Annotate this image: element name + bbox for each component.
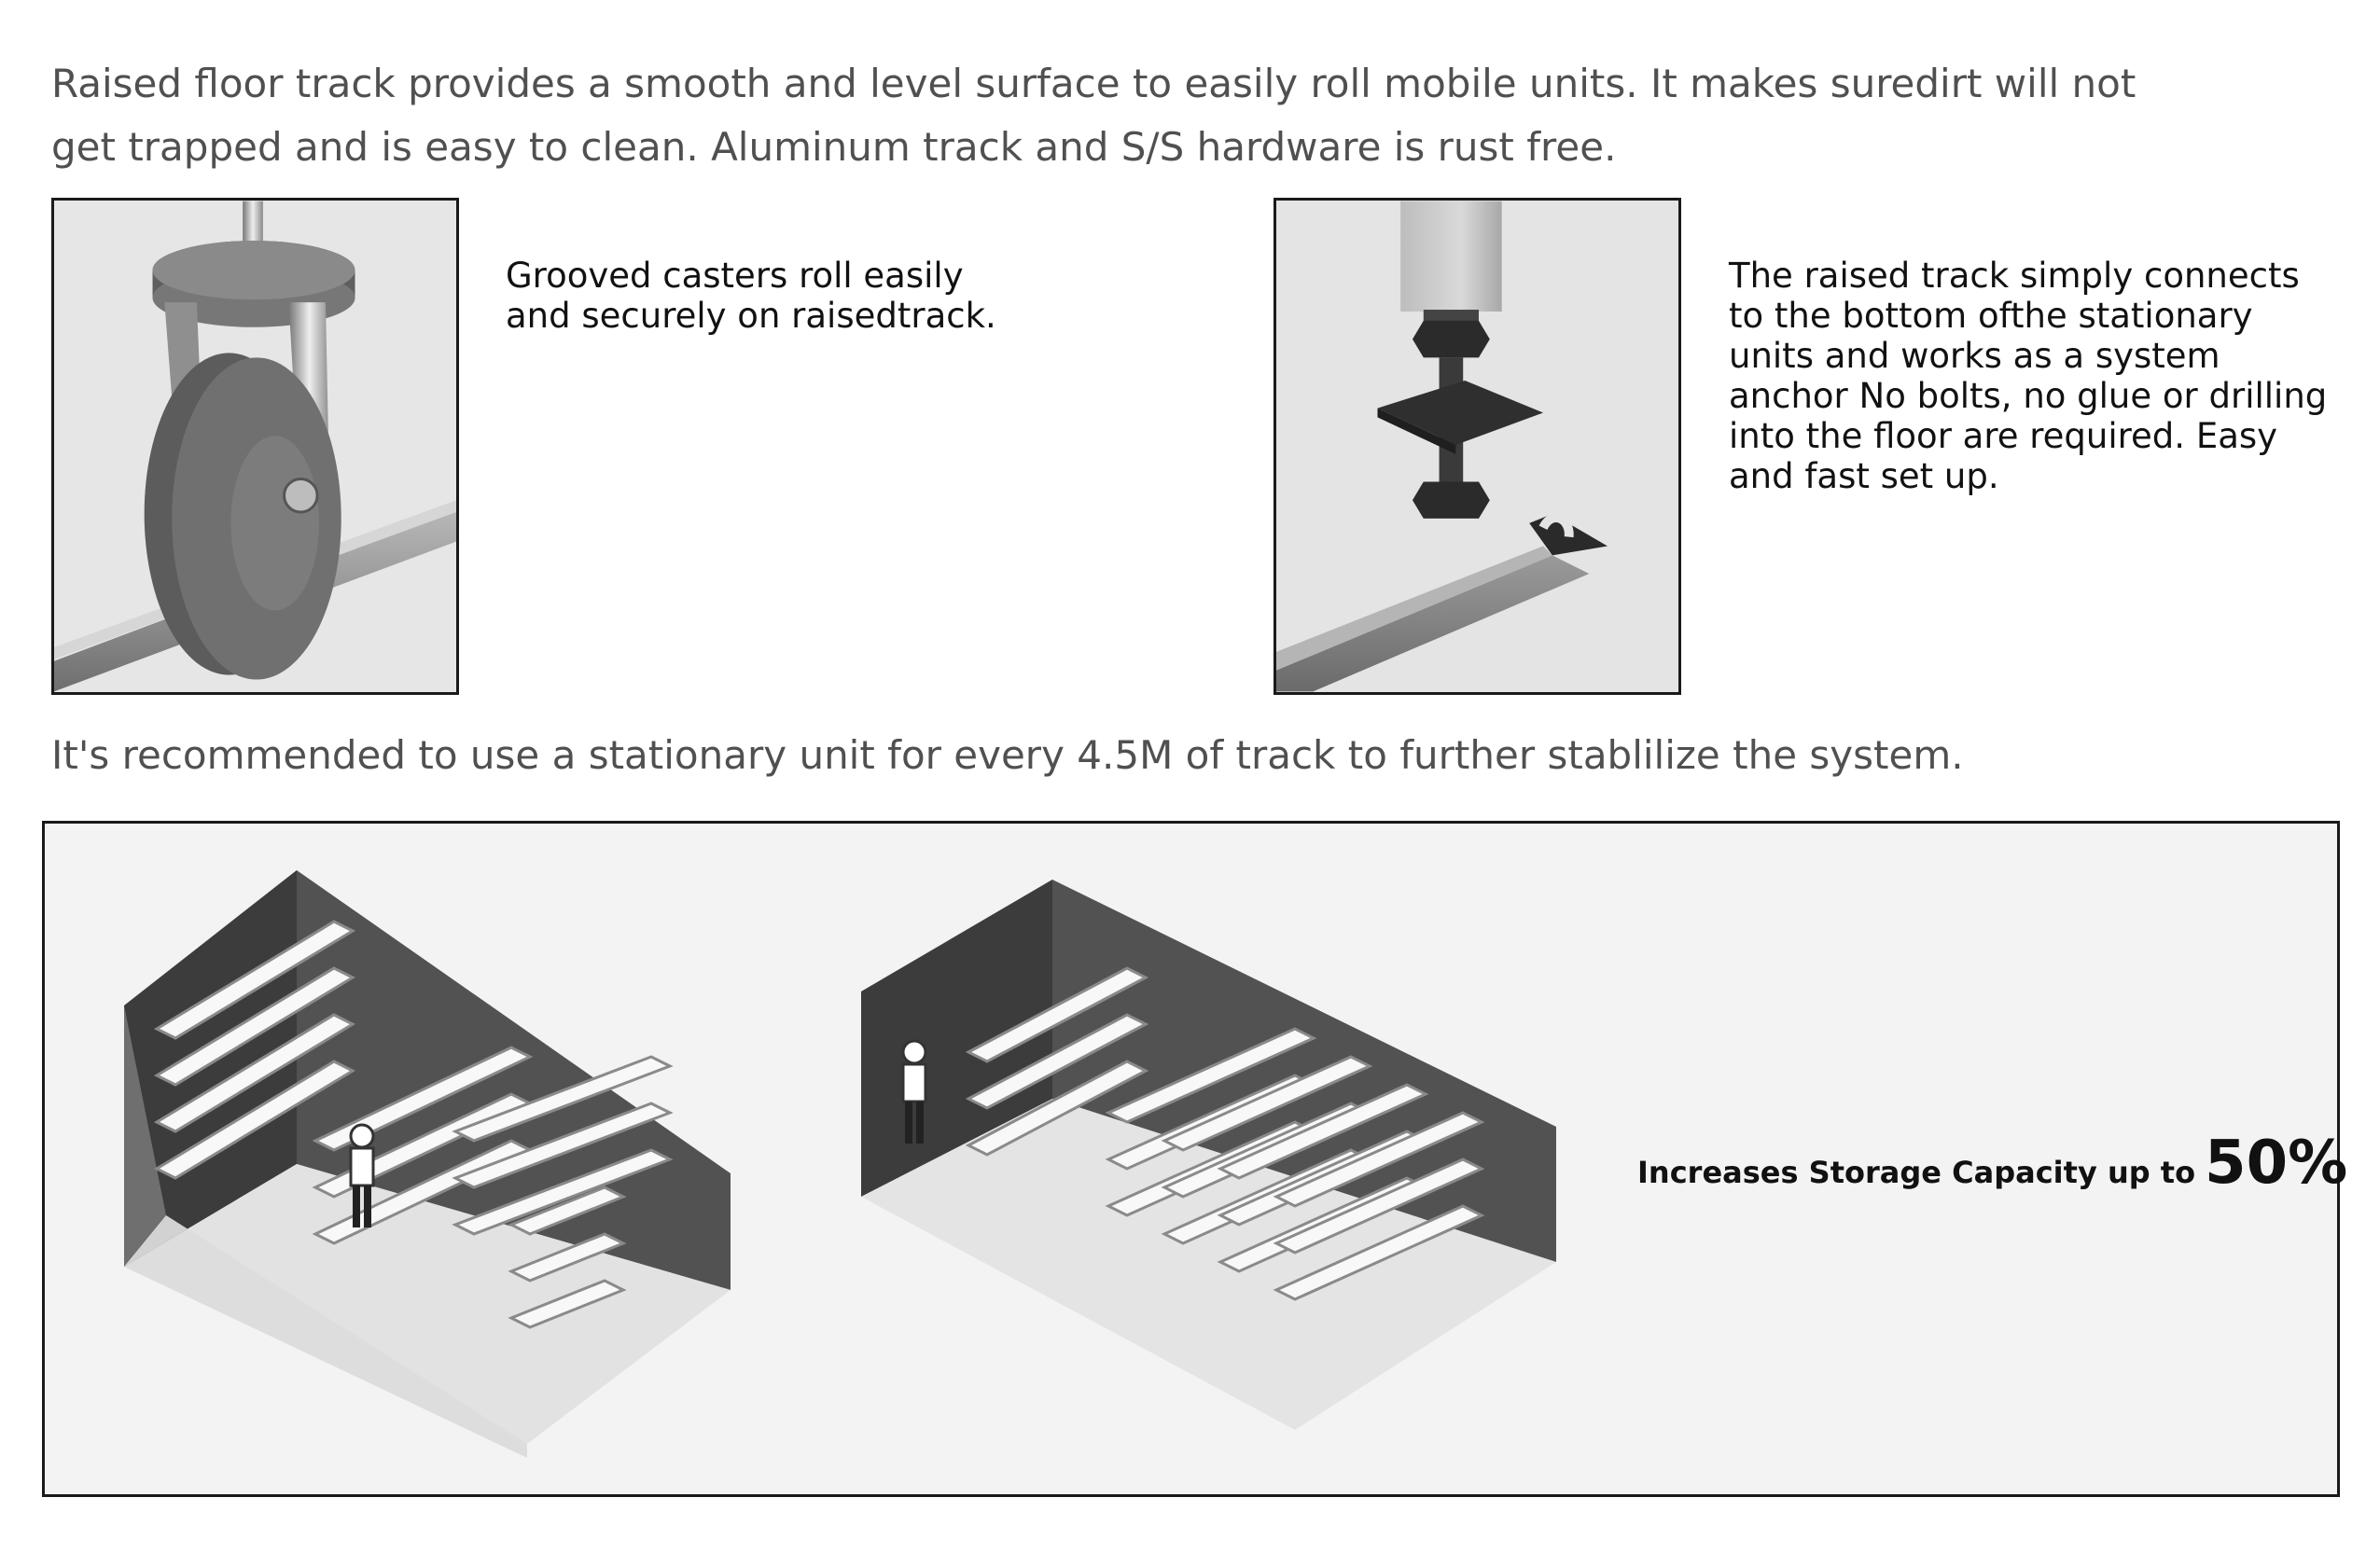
caster-wheel-image bbox=[51, 198, 459, 695]
capacity-label: Increases Storage Capacity up to bbox=[1637, 1155, 2196, 1190]
storage-room-illustrations bbox=[124, 870, 1556, 1458]
storage-comparison-panel bbox=[42, 821, 2340, 1497]
static-shelving-room-illustration bbox=[124, 870, 731, 1458]
mobile-shelving-room-illustration bbox=[861, 880, 1556, 1430]
intro-paragraph: Raised floor track provides a smooth and… bbox=[51, 61, 2136, 170]
capacity-banner: Increases Storage Capacity up to 50% bbox=[1637, 1129, 2347, 1198]
caster-caption: Grooved casters roll easily and securely… bbox=[506, 256, 996, 336]
track-anchor-icon bbox=[1276, 201, 1678, 692]
capacity-value: 50% bbox=[2205, 1129, 2348, 1198]
caster-wheel-icon bbox=[54, 201, 456, 692]
track-anchor-image bbox=[1274, 198, 1681, 695]
recommendation-text: It's recommended to use a stationary uni… bbox=[51, 732, 1964, 778]
anchor-caption: The raised track simply connects to the … bbox=[1729, 256, 2328, 496]
